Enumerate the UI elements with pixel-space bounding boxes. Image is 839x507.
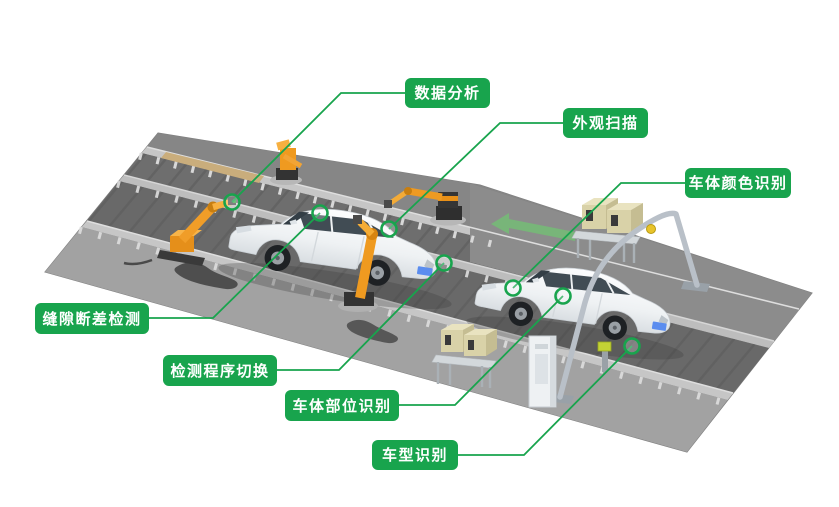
callout-anchor: [380, 220, 398, 238]
callout-anchor: [554, 287, 572, 305]
callout-gap-flush-detection: 缝隙断差检测: [35, 204, 329, 334]
callout-anchor: [623, 337, 641, 355]
staging-floor: [470, 183, 812, 341]
label-chip-vehicle-model-recognition[interactable]: [372, 440, 458, 470]
callout-line: [149, 212, 321, 319]
control-box: [464, 329, 497, 356]
control-box: [607, 203, 643, 233]
cable-channel: [346, 319, 399, 344]
callout-data-analysis: 数据分析: [223, 78, 490, 211]
label-text: 缝隙断差检测: [42, 310, 141, 328]
arch-sensor-icon: [646, 224, 656, 234]
rail-brackets: [138, 152, 501, 250]
callout-line: [388, 122, 563, 230]
callout-line: [277, 262, 445, 371]
label-chip-body-color-recognition[interactable]: [685, 168, 791, 198]
label-chip-appearance-scan[interactable]: [563, 108, 648, 138]
callout-vehicle-model-recognition: 车型识别: [372, 337, 641, 470]
callout-anchor: [504, 279, 522, 297]
callout-appearance-scan: 外观扫描: [380, 108, 648, 238]
rail-highlight: [86, 220, 734, 394]
callout-anchor: [435, 254, 453, 272]
label-text: 检测程序切换: [170, 362, 269, 380]
callout-anchor: [223, 193, 241, 211]
callout-line: [231, 92, 405, 203]
label-chip-body-part-recognition[interactable]: [285, 390, 399, 421]
callout-line: [512, 182, 685, 289]
callout-body-part-recognition: 车体部位识别: [285, 287, 572, 421]
equipment-table-front: [431, 324, 497, 388]
callouts: 数据分析 外观扫描 车体颜色识别 缝隙断差检测 检测程序切换: [35, 78, 791, 470]
label-chip-gap-flush-detection[interactable]: [35, 303, 149, 334]
callout-inspection-program-switch: 检测程序切换: [163, 254, 453, 386]
callout-line: [458, 345, 633, 456]
label-text: 车体部位识别: [292, 397, 391, 415]
wood-plank: [161, 152, 264, 183]
callout-body-color-recognition: 车体颜色识别: [504, 168, 791, 297]
label-text: 车型识别: [382, 446, 448, 464]
robot-tall-front-arm: [338, 215, 378, 312]
callout-anchor: [311, 204, 329, 222]
control-kiosk: [528, 335, 557, 408]
callout-line: [399, 295, 564, 406]
label-chip-inspection-program-switch[interactable]: [163, 355, 277, 386]
label-text: 车体颜色识别: [688, 174, 787, 192]
label-text: 数据分析: [414, 84, 480, 102]
wheel-sensor-post: [597, 341, 612, 372]
robot-gap-measure-arm: [123, 197, 236, 266]
label-text: 外观扫描: [571, 114, 638, 132]
label-chip-data-analysis[interactable]: [405, 78, 490, 108]
robot-back-walkway: [270, 139, 303, 185]
car-shadow: [218, 262, 452, 310]
cable-channel: [174, 262, 238, 290]
conveyor-direction-arrow-icon: [491, 213, 575, 241]
